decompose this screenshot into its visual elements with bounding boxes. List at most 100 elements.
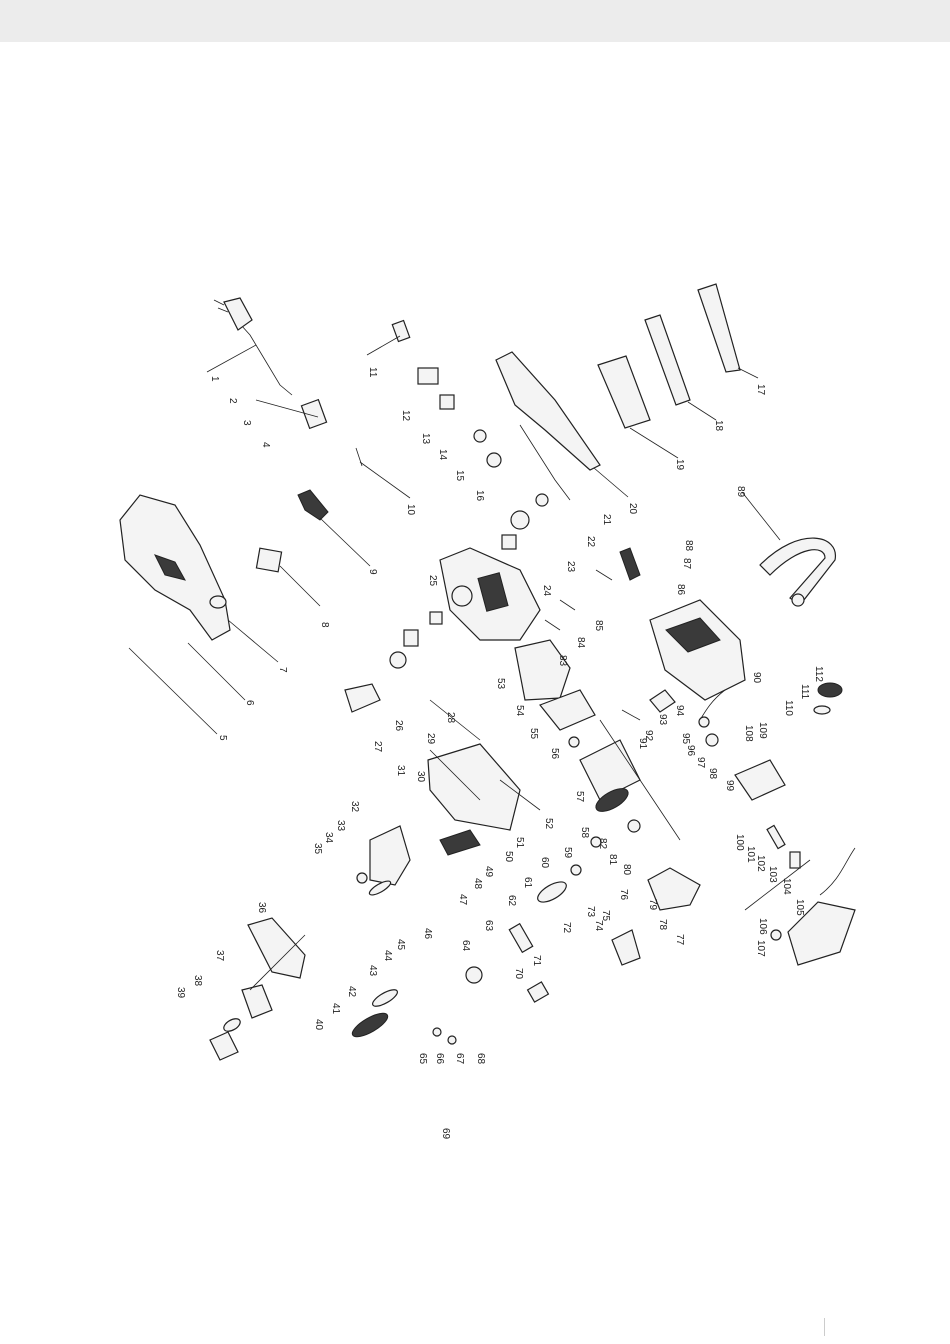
callout-26: 26 <box>393 720 404 732</box>
switch-cover <box>255 547 283 573</box>
callout-32: 32 <box>349 801 360 813</box>
callout-89: 89 <box>735 486 746 498</box>
callout-45: 45 <box>395 939 406 951</box>
callout-61: 61 <box>522 877 533 889</box>
callout-28: 28 <box>445 712 456 724</box>
callout-24: 24 <box>541 585 552 597</box>
callout-79: 79 <box>647 899 658 911</box>
callout-13: 13 <box>420 433 431 445</box>
stator <box>514 639 571 701</box>
callout-102: 102 <box>755 855 766 872</box>
callout-87: 87 <box>681 558 692 570</box>
callout-9: 9 <box>367 569 378 575</box>
callout-44: 44 <box>382 950 393 962</box>
callout-38: 38 <box>192 975 203 987</box>
callout-101: 101 <box>745 846 756 863</box>
callout-56: 56 <box>549 748 560 760</box>
callout-112: 112 <box>813 666 824 682</box>
callout-34: 34 <box>323 832 334 844</box>
callout-49: 49 <box>483 866 494 878</box>
wire-85 <box>595 569 613 581</box>
callout-97: 97 <box>695 757 706 769</box>
callout-110: 110 <box>783 700 794 716</box>
callout-7: 7 <box>277 667 288 673</box>
callout-25: 25 <box>427 575 438 587</box>
callout-27: 27 <box>372 741 383 753</box>
callout-51: 51 <box>514 837 525 849</box>
callout-37: 37 <box>214 950 225 962</box>
callout-92: 92 <box>643 730 654 742</box>
callout-85: 85 <box>593 620 604 632</box>
callout-72: 72 <box>561 922 572 934</box>
base-plate-group <box>344 683 521 896</box>
callout-19: 19 <box>674 459 685 471</box>
callout-62: 62 <box>506 895 517 907</box>
rear-handle-housing <box>649 599 746 721</box>
callout-55: 55 <box>528 728 539 740</box>
callout-93: 93 <box>657 714 668 726</box>
callout-50: 50 <box>503 851 514 863</box>
callout-74: 74 <box>593 920 604 932</box>
armature <box>568 736 641 833</box>
callout-76: 76 <box>618 889 629 901</box>
callout-20: 20 <box>627 503 638 515</box>
callout-67: 67 <box>454 1053 465 1065</box>
callout-36: 36 <box>256 902 267 914</box>
callout-94: 94 <box>674 705 685 717</box>
callout-65: 65 <box>417 1053 428 1065</box>
callout-82: 82 <box>597 838 608 850</box>
oil-tank-group <box>621 682 843 801</box>
screw-10 <box>355 447 363 467</box>
callout-6: 6 <box>244 700 255 706</box>
callout-95: 95 <box>680 733 691 745</box>
trigger-switch <box>297 489 329 521</box>
callout-75: 75 <box>600 910 611 922</box>
callout-57: 57 <box>574 791 585 803</box>
callout-106: 106 <box>757 918 768 935</box>
callout-81: 81 <box>607 854 618 866</box>
page-edge-mark <box>824 1318 825 1336</box>
callout-14: 14 <box>437 449 448 461</box>
callout-77: 77 <box>674 934 685 946</box>
callout-73: 73 <box>585 906 596 918</box>
callout-59: 59 <box>562 847 573 859</box>
callout-69: 69 <box>440 1128 451 1140</box>
callout-63: 63 <box>483 920 494 932</box>
callout-16: 16 <box>474 490 485 502</box>
callout-83: 83 <box>557 655 568 667</box>
guide-bar-chain-cover <box>495 283 741 501</box>
callout-66: 66 <box>434 1053 445 1065</box>
wire-83 <box>544 619 561 631</box>
callout-108: 108 <box>743 725 754 742</box>
callout-46: 46 <box>422 928 433 940</box>
callout-22: 22 <box>585 536 596 548</box>
callout-111: 111 <box>799 684 810 700</box>
callout-90: 90 <box>751 672 762 684</box>
callout-78: 78 <box>657 919 668 931</box>
callout-43: 43 <box>367 965 378 977</box>
callout-5: 5 <box>217 735 228 741</box>
callout-64: 64 <box>460 940 471 952</box>
callout-12: 12 <box>400 410 411 422</box>
motor-housing-left <box>119 494 231 641</box>
callout-70: 70 <box>513 968 524 980</box>
callout-84: 84 <box>575 637 586 649</box>
callout-88: 88 <box>683 540 694 552</box>
callout-52: 52 <box>543 818 554 830</box>
callout-21: 21 <box>601 514 612 526</box>
gear-train <box>351 836 602 1038</box>
callout-40: 40 <box>313 1019 324 1031</box>
callout-68: 68 <box>475 1053 486 1065</box>
callout-60: 60 <box>539 857 550 869</box>
callout-3: 3 <box>241 420 252 426</box>
callout-80: 80 <box>621 864 632 876</box>
callout-15: 15 <box>454 470 465 482</box>
callout-109: 109 <box>757 722 768 739</box>
cable-clamp-group <box>391 319 502 468</box>
callout-86: 86 <box>675 584 686 596</box>
callout-99: 99 <box>724 780 735 792</box>
leader-lines <box>128 335 811 991</box>
callout-41: 41 <box>330 1003 341 1015</box>
callout-35: 35 <box>312 843 323 855</box>
